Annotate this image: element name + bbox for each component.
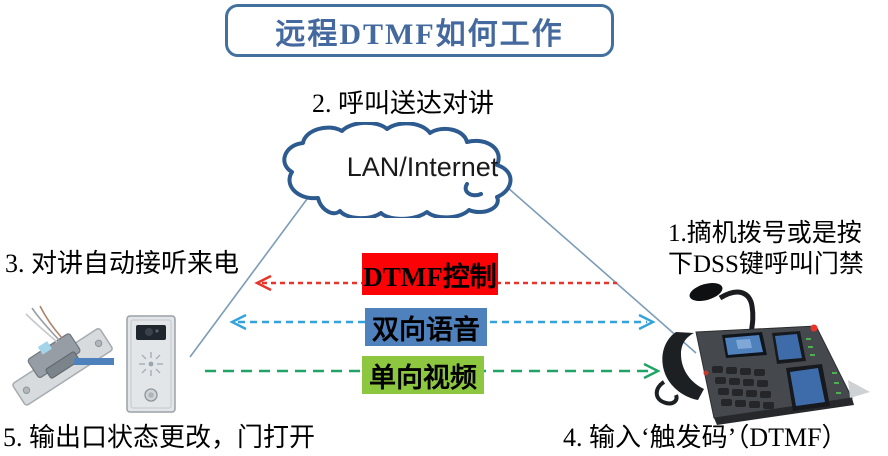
- cloud-shape: [282, 122, 513, 218]
- door-intercom-icon: [126, 315, 176, 413]
- title-box: 远程DTMF如何工作: [225, 4, 614, 57]
- dtmf-control-box: DTMF控制: [362, 253, 498, 295]
- one-way-video-label: 单向视频: [369, 362, 477, 393]
- cloud-inner-curl: [463, 182, 483, 198]
- one-way-video-box: 单向视频: [362, 356, 484, 394]
- lock-wires: [25, 305, 63, 343]
- two-way-audio-box: 双向语音: [365, 308, 487, 346]
- cloud-label: LAN/Internet: [346, 152, 499, 182]
- gooseneck-mic-capsule: [689, 282, 723, 302]
- step5-label: 5. 输出口状态更改，门打开: [3, 423, 316, 452]
- phone-handset: [662, 332, 704, 400]
- two-way-audio-label: 双向语音: [372, 314, 480, 345]
- step1-line2: 下DSS键呼叫门禁: [668, 251, 864, 278]
- cloud-to-phone-line: [506, 186, 697, 354]
- dss-key-leds: [806, 338, 841, 394]
- dtmf-control-arrow: [254, 274, 617, 292]
- step4-label: 4. 输入‘触发码’（DTMF）: [563, 423, 848, 452]
- step1-label: 1.摘机拨号或是按 下DSS键呼叫门禁: [668, 218, 864, 280]
- lan-internet-cloud: [282, 122, 513, 218]
- step1-line1: 1.摘机拨号或是按: [668, 220, 862, 247]
- page-title: 远程DTMF如何工作: [275, 17, 564, 51]
- lock-plate: [12, 328, 113, 406]
- door-lock-icon: [12, 305, 113, 406]
- step3-label: 3. 对讲自动接听来电: [5, 249, 240, 278]
- intercom-speaker: [139, 352, 163, 376]
- dtmf-control-label: DTMF控制: [363, 261, 497, 292]
- lock-intercom-connector: [74, 358, 114, 365]
- phone-keypad: [712, 366, 774, 409]
- phone-status-led: [810, 324, 818, 332]
- handset-cord: [654, 380, 679, 406]
- phone-stand: [848, 380, 870, 398]
- step2-label: 2. 呼叫送达对讲: [312, 89, 495, 118]
- ip-phone-icon: [654, 282, 870, 425]
- cloud-to-intercom-line: [189, 194, 311, 358]
- gooseneck-mic-stem: [718, 289, 756, 335]
